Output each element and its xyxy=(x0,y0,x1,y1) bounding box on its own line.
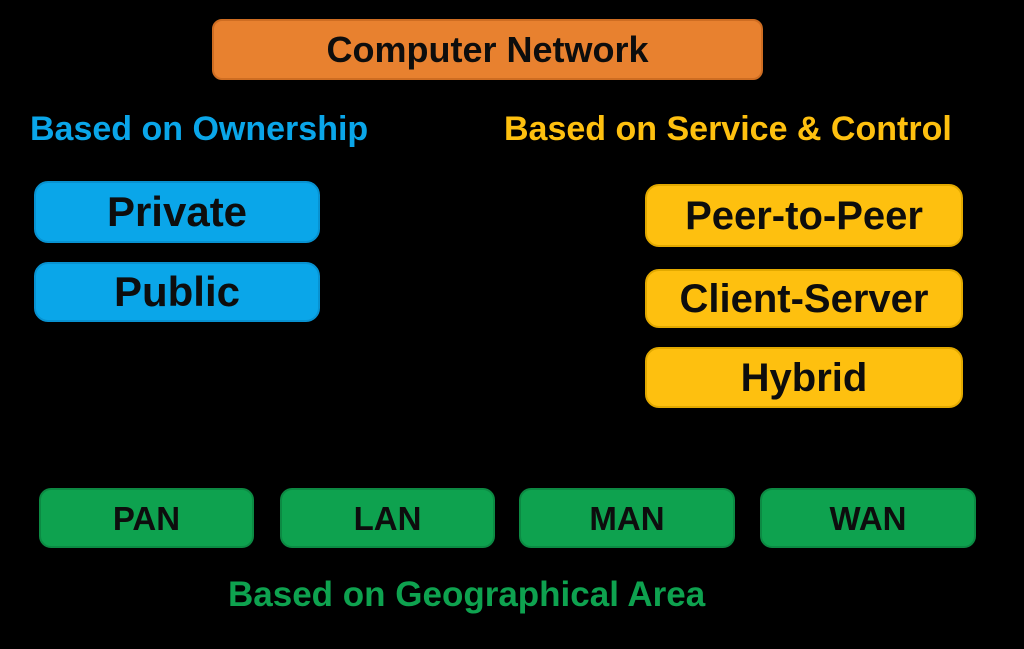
ownership-section-heading: Based on Ownership xyxy=(30,110,369,148)
service-control-section-heading: Based on Service & Control xyxy=(504,110,952,148)
node-wan: WAN xyxy=(760,488,976,548)
node-hybrid: Hybrid xyxy=(645,347,963,408)
geographical-section-heading: Based on Geographical Area xyxy=(228,575,706,614)
node-hybrid-label: Hybrid xyxy=(740,355,868,400)
node-private-label: Private xyxy=(106,188,248,235)
node-man-label: MAN xyxy=(589,499,665,537)
node-client-server: Client-Server xyxy=(645,269,963,328)
node-pan: PAN xyxy=(39,488,254,548)
node-wan-label: WAN xyxy=(829,499,907,537)
title-box: Computer Network xyxy=(212,19,763,80)
node-client-server-label: Client-Server xyxy=(679,276,929,321)
node-man: MAN xyxy=(519,488,735,548)
node-public: Public xyxy=(34,262,320,322)
node-peer-to-peer-label: Peer-to-Peer xyxy=(685,193,923,238)
node-lan-label: LAN xyxy=(353,499,422,537)
node-peer-to-peer: Peer-to-Peer xyxy=(645,184,963,247)
node-lan: LAN xyxy=(280,488,495,548)
node-private: Private xyxy=(34,181,320,243)
node-pan-label: PAN xyxy=(112,499,181,537)
node-public-label: Public xyxy=(113,268,241,315)
title-label: Computer Network xyxy=(326,28,649,70)
